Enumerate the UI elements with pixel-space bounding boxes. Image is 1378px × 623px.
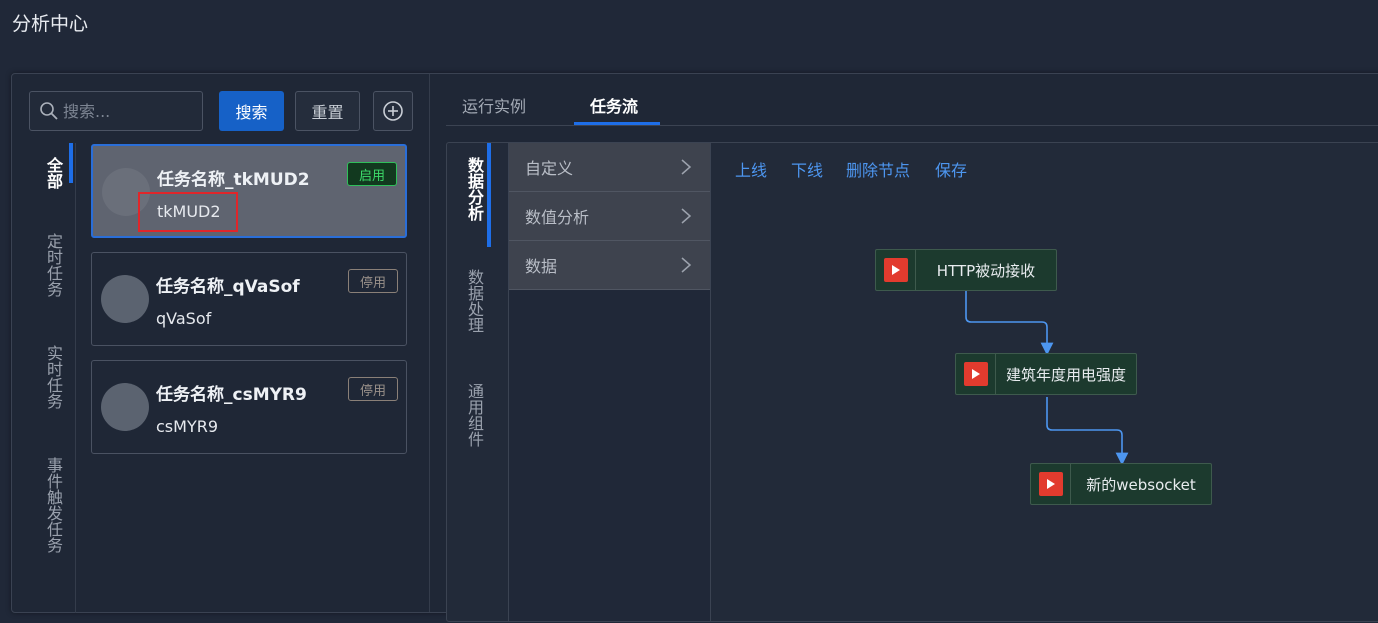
tab-realtime[interactable]: 实时任务: [44, 345, 63, 409]
flow-node-label: 建筑年度用电强度: [1005, 365, 1126, 384]
tab-scheduled[interactable]: 定时任务: [44, 233, 63, 297]
task-list-panel: 搜索 重置 全部 定时任务 实时任务 事件触发任务 任务名称_tkMUD2 tk…: [12, 74, 430, 613]
task-code: csMYR9: [156, 417, 219, 436]
task-card[interactable]: 任务名称_qVaSof qVaSof 停用: [91, 252, 407, 346]
save-button[interactable]: 保存: [935, 161, 968, 180]
play-icon-wrap: [876, 250, 916, 290]
search-icon: [40, 102, 58, 120]
delete-node-button[interactable]: 删除节点: [846, 161, 911, 180]
app-title: 分析中心: [12, 13, 89, 35]
play-icon-wrap: [1031, 464, 1071, 504]
component-group-label: 数值分析: [525, 208, 590, 227]
plus-circle-icon: [383, 101, 403, 121]
tab-run-instances[interactable]: 运行实例: [462, 97, 527, 116]
chevron-right-icon: [681, 208, 692, 224]
connector-line: [1046, 397, 1129, 466]
flow-node-label: 新的websocket: [1086, 475, 1196, 494]
connector-line: [965, 291, 1054, 356]
component-group-numeric-analysis[interactable]: 数值分析: [509, 192, 710, 241]
play-icon: [883, 258, 908, 282]
task-flow-workspace: 数据分析 数据处理 通用组件 自定义 数值分析 数据 上线 下线 删除节点 保存: [446, 142, 1378, 622]
component-group-label: 自定义: [525, 159, 574, 178]
flow-node[interactable]: 建筑年度用电强度: [955, 353, 1137, 395]
online-button[interactable]: 上线: [735, 161, 768, 180]
task-name: 任务名称_tkMUD2: [157, 170, 310, 190]
status-badge: 停用: [348, 269, 398, 293]
play-icon-wrap: [956, 354, 996, 394]
highlight-annotation: [138, 192, 238, 232]
play-icon: [963, 362, 988, 386]
tab-event-triggered[interactable]: 事件触发任务: [44, 457, 63, 553]
task-card[interactable]: 任务名称_tkMUD2 tkMUD2 启用: [91, 144, 407, 238]
main-frame: 搜索 重置 全部 定时任务 实时任务 事件触发任务 任务名称_tkMUD2 tk…: [11, 73, 1378, 622]
task-card[interactable]: 任务名称_csMYR9 csMYR9 停用: [91, 360, 407, 454]
active-top-tab-indicator: [574, 122, 660, 125]
task-name: 任务名称_csMYR9: [156, 385, 307, 405]
search-input[interactable]: [63, 101, 193, 121]
task-name: 任务名称_qVaSof: [156, 277, 300, 297]
flow-connectors: [965, 291, 1129, 466]
task-code: qVaSof: [156, 309, 212, 328]
tab-task-flow[interactable]: 任务流: [590, 97, 639, 116]
active-category-indicator: [487, 143, 491, 247]
flow-node[interactable]: HTTP被动接收: [875, 249, 1057, 291]
category-data-analysis[interactable]: 数据分析: [465, 157, 484, 221]
play-icon: [1038, 472, 1063, 496]
search-box[interactable]: [29, 91, 203, 131]
add-task-button[interactable]: [373, 91, 413, 131]
reset-button[interactable]: 重置: [295, 91, 360, 131]
avatar: [101, 275, 149, 323]
avatar: [101, 383, 149, 431]
search-button[interactable]: 搜索: [219, 91, 284, 131]
top-tabs: 运行实例 任务流: [446, 74, 1378, 126]
tab-all[interactable]: 全部: [44, 157, 63, 189]
component-group-data[interactable]: 数据: [509, 241, 710, 290]
category-data-processing[interactable]: 数据处理: [465, 269, 484, 333]
chevron-right-icon: [681, 159, 692, 175]
task-code: tkMUD2: [157, 202, 221, 221]
chevron-right-icon: [681, 257, 692, 273]
offline-button[interactable]: 下线: [791, 161, 824, 180]
status-badge: 启用: [347, 162, 397, 186]
flow-canvas[interactable]: 上线 下线 删除节点 保存 HTTP被动接收 建筑年度用电强度: [711, 143, 1378, 621]
status-badge: 停用: [348, 377, 398, 401]
flow-node[interactable]: 新的websocket: [1030, 463, 1212, 505]
task-type-tabs: 全部 定时任务 实时任务 事件触发任务: [12, 143, 76, 613]
category-common-components[interactable]: 通用组件: [465, 383, 484, 447]
component-categories: 数据分析 数据处理 通用组件: [447, 143, 509, 621]
active-tab-indicator: [69, 143, 73, 183]
component-group-label: 数据: [525, 257, 558, 276]
flow-node-label: HTTP被动接收: [936, 261, 1036, 280]
component-list: 自定义 数值分析 数据: [509, 143, 711, 621]
component-group-custom[interactable]: 自定义: [509, 143, 710, 192]
